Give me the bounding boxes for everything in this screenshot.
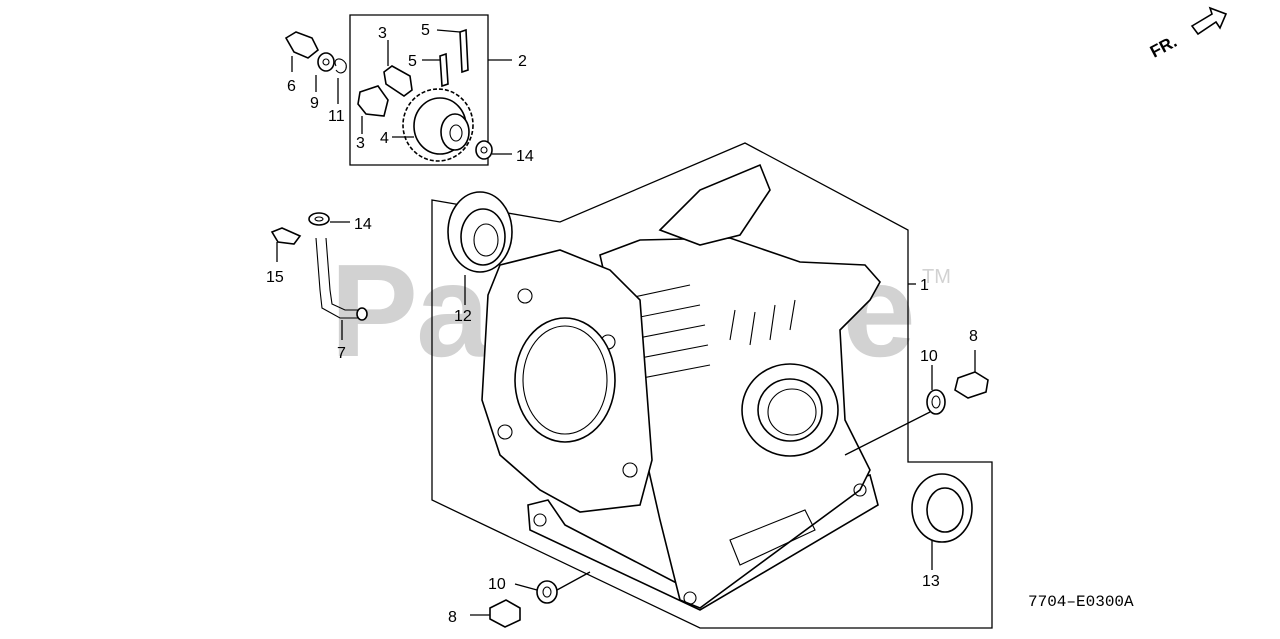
callout-7: 7 bbox=[337, 345, 346, 362]
governor-group-bracket bbox=[349, 14, 489, 166]
callout-11: 11 bbox=[328, 108, 345, 125]
pin-holder[interactable] bbox=[284, 31, 320, 59]
callout-10-lower: 10 bbox=[488, 576, 506, 593]
pin-lower[interactable] bbox=[439, 52, 449, 88]
ball-bearing[interactable] bbox=[447, 191, 513, 273]
washer[interactable] bbox=[317, 52, 335, 72]
callout-5-lower: 5 bbox=[408, 53, 417, 70]
callout-13: 13 bbox=[922, 573, 940, 590]
callout-14-lower: 14 bbox=[354, 216, 372, 233]
sealing-washer-lower[interactable] bbox=[514, 580, 558, 604]
callout-14-upper: 14 bbox=[516, 148, 534, 165]
governor-holder-lower[interactable] bbox=[357, 85, 389, 117]
callout-8-upper: 8 bbox=[969, 328, 978, 345]
diagram-code: 7704–E0300A bbox=[1028, 593, 1134, 611]
callout-15: 15 bbox=[266, 269, 284, 286]
callout-3-lower: 3 bbox=[356, 135, 365, 152]
callout-6: 6 bbox=[287, 78, 296, 95]
crankcase[interactable] bbox=[481, 163, 881, 611]
breather-tube[interactable] bbox=[315, 237, 368, 321]
callout-2: 2 bbox=[518, 53, 527, 70]
callout-10-upper: 10 bbox=[920, 348, 938, 365]
governor-holder-upper[interactable] bbox=[383, 65, 413, 97]
callout-1: 1 bbox=[920, 277, 929, 294]
governor-gear[interactable] bbox=[402, 88, 474, 162]
thrust-washer-left[interactable] bbox=[308, 212, 330, 226]
callout-8-lower: 8 bbox=[448, 609, 457, 626]
oil-seal[interactable] bbox=[911, 473, 973, 543]
drain-bolt-lower[interactable] bbox=[470, 599, 521, 628]
drain-bolt-upper[interactable] bbox=[954, 350, 989, 399]
pin-upper[interactable] bbox=[459, 28, 469, 74]
callout-12: 12 bbox=[454, 308, 472, 325]
crankcase-group-outline bbox=[431, 142, 993, 629]
trademark-mark: TM bbox=[922, 266, 951, 288]
callout-5-upper: 5 bbox=[421, 22, 430, 39]
clip[interactable] bbox=[270, 227, 302, 245]
callout-9: 9 bbox=[310, 95, 319, 112]
sealing-washer-upper[interactable] bbox=[926, 365, 946, 415]
front-orientation-arrow-icon bbox=[1190, 6, 1228, 36]
front-orientation-label: FR. bbox=[1147, 32, 1180, 62]
callout-3-upper: 3 bbox=[378, 25, 387, 42]
callout-4: 4 bbox=[380, 130, 389, 147]
thrust-washer-gear[interactable] bbox=[475, 140, 493, 160]
circlip[interactable] bbox=[334, 58, 347, 74]
